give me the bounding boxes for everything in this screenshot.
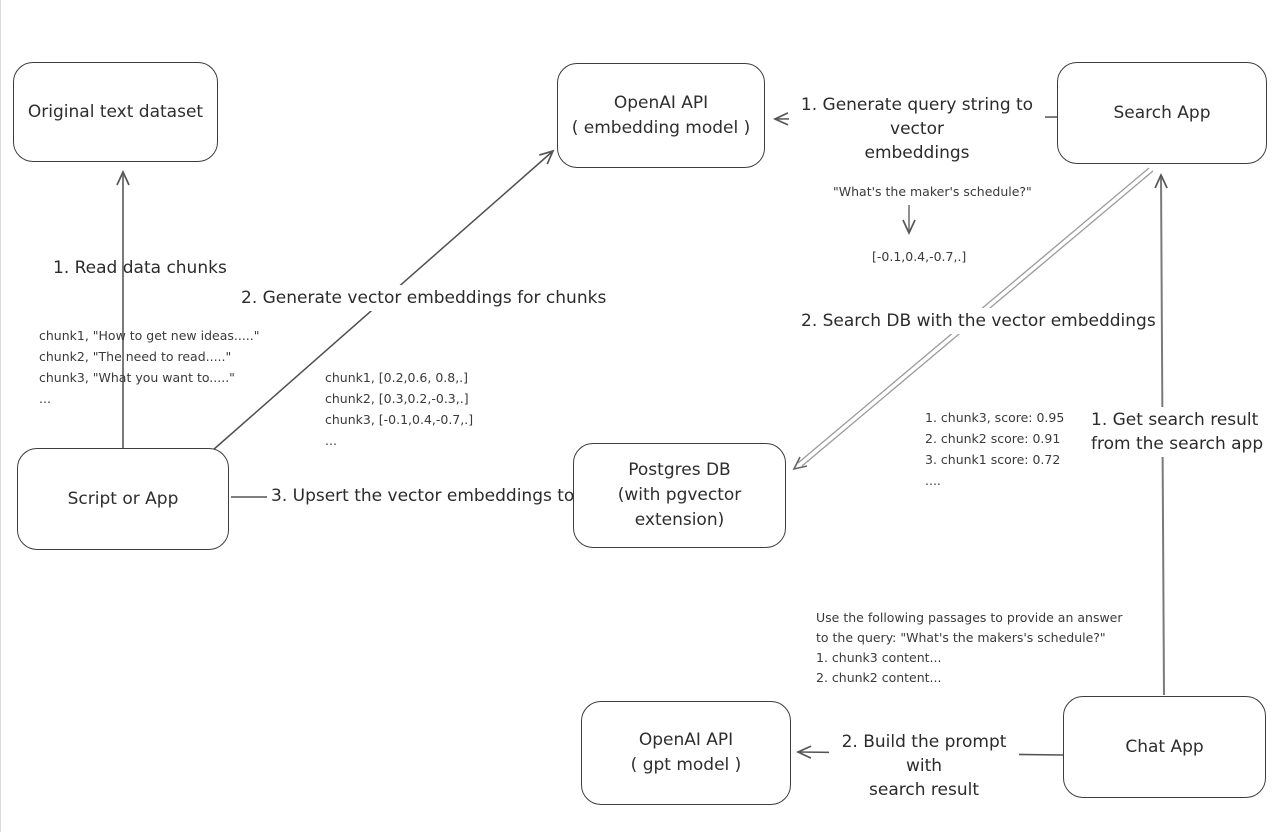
annotation-chunk-texts-line: chunk1, "How to get new ideas....." <box>39 328 260 343</box>
node-script-or-app-label: Script or App <box>67 488 179 509</box>
annotation-chunk-texts: chunk1, "How to get new ideas....." chun… <box>39 325 260 409</box>
node-openai-gpt-line2: ( gpt model ) <box>630 755 742 775</box>
node-chat-app-label: Chat App <box>1125 736 1204 757</box>
node-script-or-app: Script or App <box>17 448 229 550</box>
node-openai-gpt: OpenAI API ( gpt model ) <box>581 701 791 805</box>
annotation-chunk-vectors-line: ... <box>325 433 337 448</box>
edge-label-read-data-chunks: 1. Read data chunks <box>53 258 227 278</box>
node-search-app: Search App <box>1057 62 1267 164</box>
annotation-search-scores-line: 3. chunk1 score: 0.72 <box>925 452 1061 467</box>
annotation-chunk-vectors: chunk1, [0.2,0.6, 0.8,.] chunk2, [0.3,0.… <box>325 367 473 451</box>
annotation-prompt: Use the following passages to provide an… <box>816 608 1123 688</box>
annotation-prompt-line: 1. chunk3 content... <box>816 650 942 665</box>
node-chat-app: Chat App <box>1063 696 1266 798</box>
edge-label-generate-embeddings: 2. Generate vector embeddings for chunks <box>237 285 611 311</box>
node-postgres-db: Postgres DB (with pgvector extension) <box>573 443 786 548</box>
annotation-search-scores-line: 1. chunk3, score: 0.95 <box>925 410 1065 425</box>
node-openai-embedding: OpenAI API ( embedding model ) <box>557 63 765 168</box>
edge-label-upsert-to-db: 3. Upsert the vector embeddings to DB <box>267 483 609 509</box>
annotation-chunk-texts-line: chunk3, "What you want to....." <box>39 370 235 385</box>
edge-label-generate-query-line2: embeddings <box>864 143 970 163</box>
edge-label-get-search-result: 1. Get search result from the search app <box>1087 407 1264 457</box>
annotation-chunk-vectors-line: chunk3, [-0.1,0.4,-0.7,.] <box>325 412 474 427</box>
edge-label-generate-query: 1. Generate query string to vector embed… <box>789 92 1045 166</box>
node-original-text-dataset-label: Original text dataset <box>27 101 204 122</box>
edge-label-generate-query-line1: 1. Generate query string to vector <box>800 95 1034 139</box>
annotation-prompt-line: to the query: "What's the makers's sched… <box>816 630 1106 645</box>
annotation-prompt-line: 2. chunk2 content... <box>816 670 942 685</box>
edge-label-search-db: 2. Search DB with the vector embeddings <box>797 308 1160 334</box>
node-openai-embedding-line1: OpenAI API <box>613 92 709 113</box>
annotation-search-scores-line: 2. chunk2 score: 0.91 <box>925 431 1061 446</box>
node-postgres-db-line2: (with pgvector extension) <box>617 485 742 530</box>
annotation-chunk-vectors-line: chunk1, [0.2,0.6, 0.8,.] <box>325 370 469 385</box>
annotation-chunk-texts-line: chunk2, "The need to read....." <box>39 349 232 364</box>
edge-label-get-search-result-line1: 1. Get search result <box>1091 410 1259 430</box>
annotation-prompt-line: Use the following passages to provide an… <box>816 610 1123 625</box>
node-original-text-dataset: Original text dataset <box>13 62 218 162</box>
annotation-chunk-vectors-line: chunk2, [0.3,0.2,-0.3,.] <box>325 391 469 406</box>
node-openai-embedding-line2: ( embedding model ) <box>571 117 751 138</box>
edge-label-build-prompt-line1: 2. Build the prompt with <box>841 732 1007 776</box>
node-postgres-db-line1: Postgres DB <box>628 460 731 480</box>
annotation-chunk-texts-line: ... <box>39 391 51 406</box>
node-openai-gpt-line1: OpenAI API <box>638 730 734 750</box>
annotation-query-vector: [-0.1,0.4,-0.7,.] <box>872 249 967 264</box>
node-search-app-label: Search App <box>1113 102 1211 123</box>
annotation-search-scores: 1. chunk3, score: 0.95 2. chunk2 score: … <box>925 407 1064 491</box>
edge-label-build-prompt-line2: search result <box>869 780 979 800</box>
edge-label-get-search-result-line2: from the search app <box>1091 434 1264 454</box>
edge-label-build-prompt: 2. Build the prompt with search result <box>829 729 1019 803</box>
annotation-query-string: "What's the maker's schedule?" <box>833 184 1032 199</box>
annotation-search-scores-line: .... <box>925 473 941 488</box>
